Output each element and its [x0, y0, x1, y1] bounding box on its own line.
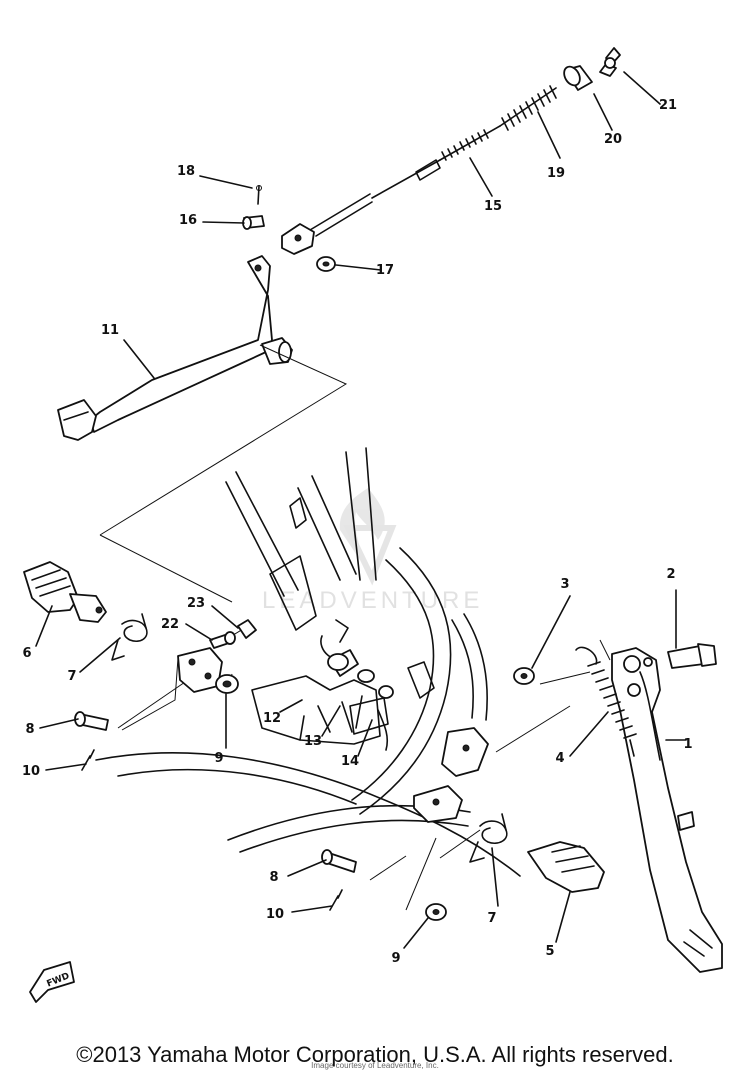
part-label-7: 7 — [487, 911, 496, 926]
part-label-5: 5 — [545, 944, 554, 959]
spring-4 — [575, 646, 637, 757]
part-label-10: 10 — [266, 907, 284, 922]
copyright-notice: ©2013 Yamaha Motor Corporation, U.S.A. A… — [76, 1042, 674, 1067]
watermark-text: LEADVENTURE — [262, 587, 483, 614]
bolt-22 — [209, 631, 236, 649]
left-footrest-6 — [23, 561, 107, 623]
image-courtesy-note: Image courtesy of Leadventure, Inc. — [311, 1061, 439, 1070]
right-footrest-5 — [527, 841, 605, 893]
leader-lines — [35, 71, 687, 949]
part-label-14: 14 — [341, 754, 359, 769]
part-label-1: 1 — [683, 737, 692, 752]
part-label-20: 20 — [604, 132, 622, 147]
part-label-10: 10 — [22, 764, 40, 779]
frame — [95, 447, 521, 877]
bolt-2 — [667, 643, 717, 669]
clevis — [281, 223, 315, 255]
brake-rod-assembly — [57, 47, 621, 441]
part-label-4: 4 — [555, 751, 564, 766]
part-label-16: 16 — [179, 213, 197, 228]
guide-lines — [99, 344, 611, 911]
cotter-pin-18 — [256, 185, 262, 205]
part-label-8: 8 — [25, 722, 34, 737]
nut-23 — [237, 619, 257, 639]
part-label-2: 2 — [666, 567, 675, 582]
washer-9-right — [425, 903, 447, 921]
spring-19 — [499, 85, 557, 131]
washer-small-2 — [643, 657, 653, 667]
part-label-13: 13 — [304, 734, 322, 749]
nut-3 — [513, 667, 535, 685]
brake-rod-15 — [309, 125, 501, 237]
fwd-badge: FWD — [29, 961, 75, 1003]
side-stand-1 — [611, 647, 723, 973]
pin-8-right — [321, 849, 357, 873]
part-label-12: 12 — [263, 711, 281, 726]
cotter-10-left — [81, 749, 95, 771]
stand-bracket — [299, 649, 394, 751]
spring-7-right — [469, 813, 508, 863]
part-label-9: 9 — [214, 751, 223, 766]
part-label-23: 23 — [187, 596, 205, 611]
part-label-7: 7 — [67, 669, 76, 684]
pin-20 — [563, 65, 593, 91]
nut-17 — [316, 256, 336, 272]
washer-9-left — [215, 674, 239, 694]
part-label-18: 18 — [177, 164, 195, 179]
part-label-11: 11 — [101, 323, 119, 338]
wing-nut-21 — [599, 47, 621, 77]
pin-16 — [242, 215, 265, 230]
cotter-10-right — [329, 889, 343, 911]
part-label-19: 19 — [547, 166, 565, 181]
part-label-8: 8 — [269, 870, 278, 885]
part-label-21: 21 — [659, 98, 677, 113]
pin-8-left — [74, 711, 109, 731]
part-label-15: 15 — [484, 199, 502, 214]
spring-7-left — [111, 613, 148, 661]
watermark-logo: LEADVENTURE — [262, 488, 483, 614]
brake-pedal-11 — [57, 255, 293, 441]
part-label-22: 22 — [161, 617, 179, 632]
part-label-17: 17 — [376, 263, 394, 278]
bracket-plate-right — [413, 727, 489, 823]
part-label-9: 9 — [391, 951, 400, 966]
part-label-6: 6 — [22, 646, 31, 661]
part-label-3: 3 — [560, 577, 569, 592]
